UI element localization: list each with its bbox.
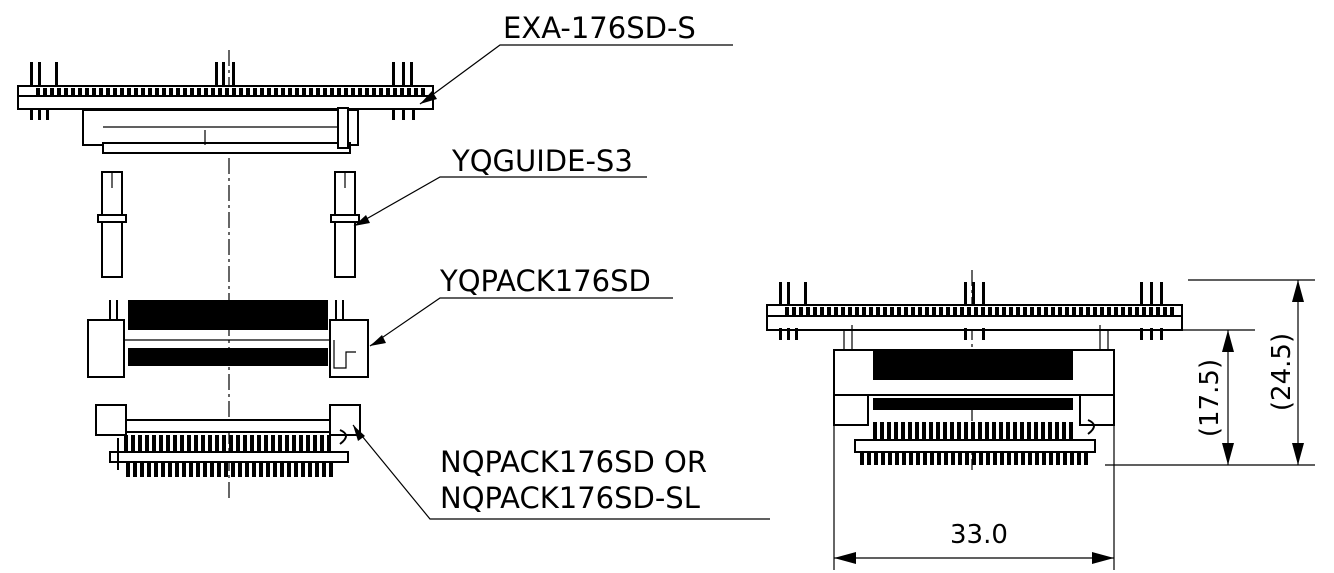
- label-socket-line2: NQPACK176SD-SL: [440, 481, 700, 515]
- label-adapter: EXA-176SD-S: [503, 11, 696, 45]
- dim-inner-height: (17.5): [1195, 359, 1225, 437]
- socket-body: [95, 404, 361, 477]
- adapter-board: [17, 62, 434, 154]
- dim-total-height: (24.5): [1267, 333, 1297, 411]
- dimension-lines: [833, 279, 1315, 570]
- leader-lines: [352, 44, 770, 520]
- label-socket-line1: NQPACK176SD OR: [440, 445, 707, 479]
- dim-width: 33.0: [950, 520, 1008, 550]
- label-guide: YQGUIDE-S3: [451, 144, 633, 178]
- guide-pin-left: [97, 171, 127, 278]
- guide-pins: [97, 171, 360, 278]
- assembled-view: [766, 270, 1183, 470]
- pack-body: [87, 300, 369, 378]
- exploded-view: [17, 50, 434, 500]
- guide-pin-right: [330, 171, 360, 278]
- label-pack: YQPACK176SD: [439, 264, 651, 298]
